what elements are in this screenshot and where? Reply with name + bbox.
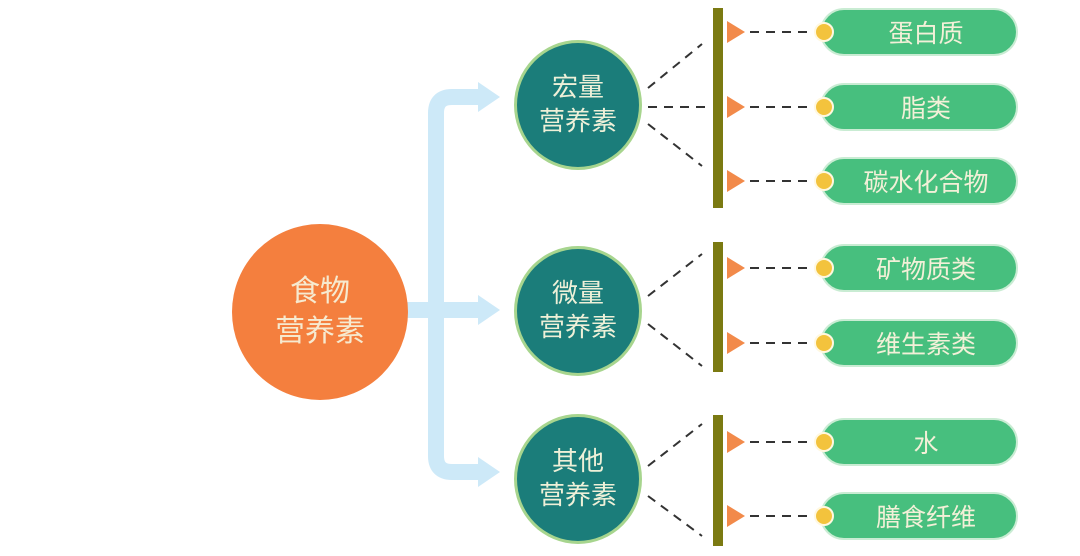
- category-label-line1: 宏量: [551, 73, 604, 103]
- dashed-links: [647, 31, 814, 537]
- item-lipids: 脂类: [820, 83, 1018, 131]
- item-label: 水: [913, 429, 939, 458]
- category-label-line2: 营养素: [538, 481, 617, 511]
- trunk-connector: [405, 89, 480, 480]
- category-node-macro: 宏量 营养素: [514, 40, 642, 170]
- dot-icon: [814, 432, 834, 452]
- root-node: 食物 营养素: [232, 224, 408, 400]
- category-node-micro: 微量 营养素: [514, 246, 642, 376]
- root-label-line1: 食物: [290, 274, 350, 309]
- arrow-head-2: [478, 295, 500, 325]
- arrow-head-3: [478, 457, 500, 487]
- item-minerals: 矿物质类: [820, 244, 1018, 292]
- dot-icon: [814, 258, 834, 278]
- triangle-marker-icon: [727, 505, 745, 527]
- item-protein: 蛋白质: [820, 8, 1018, 56]
- arrow-head-1: [478, 82, 500, 112]
- item-label: 蛋白质: [888, 19, 964, 48]
- item-carbohydrates: 碳水化合物: [820, 157, 1018, 205]
- category-node-other: 其他 营养素: [514, 414, 642, 544]
- item-label: 矿物质类: [875, 255, 976, 284]
- item-label: 膳食纤维: [875, 503, 976, 532]
- group-bar-other: [713, 415, 723, 546]
- item-vitamins: 维生素类: [820, 319, 1018, 367]
- item-label: 脂类: [900, 94, 951, 123]
- item-dietary-fiber: 膳食纤维: [820, 492, 1018, 540]
- dot-icon: [814, 97, 834, 117]
- triangle-marker-icon: [727, 332, 745, 354]
- group-bar-micro: [713, 242, 723, 372]
- item-label: 碳水化合物: [863, 168, 989, 197]
- dot-icon: [814, 171, 834, 191]
- triangle-marker-icon: [727, 431, 745, 453]
- dot-icon: [814, 333, 834, 353]
- triangle-marker-icon: [727, 96, 745, 118]
- triangle-marker-icon: [727, 21, 745, 43]
- category-label-line1: 其他: [551, 447, 604, 477]
- arrowheads: [478, 82, 500, 487]
- root-label-line2: 营养素: [275, 314, 365, 349]
- dot-icon: [814, 22, 834, 42]
- category-label-line1: 微量: [551, 279, 604, 309]
- triangle-marker-icon: [727, 257, 745, 279]
- item-label: 维生素类: [875, 330, 976, 359]
- dot-icon: [814, 506, 834, 526]
- category-label-line2: 营养素: [538, 107, 617, 137]
- item-water: 水: [820, 418, 1018, 466]
- triangle-marker-icon: [727, 170, 745, 192]
- category-label-line2: 营养素: [538, 313, 617, 343]
- group-bar-macro: [713, 8, 723, 208]
